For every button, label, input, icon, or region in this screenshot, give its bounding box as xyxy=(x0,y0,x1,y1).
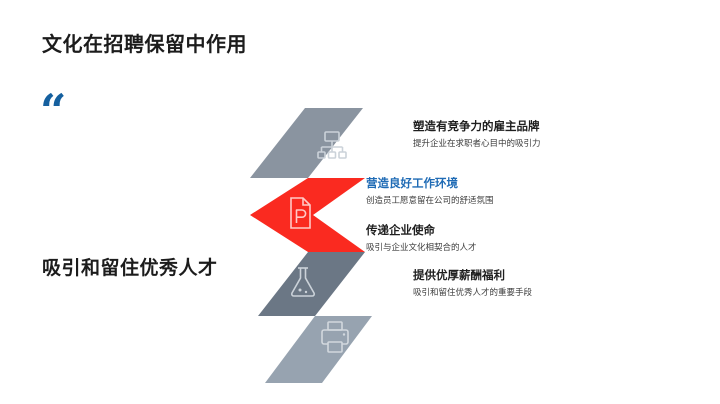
chevron-band-2[interactable] xyxy=(250,178,365,252)
chevron-band-3[interactable] xyxy=(258,252,365,316)
printer-icon xyxy=(321,321,349,353)
list-item[interactable]: 营造良好工作环境 创造员工愿意留在公司的舒适氛围 xyxy=(366,177,494,206)
chevron-diagram xyxy=(205,100,445,383)
list-item[interactable]: 塑造有竞争力的雇主品牌 提升企业在求职者心目中的吸引力 xyxy=(413,120,541,149)
quote-mark-icon: “ xyxy=(40,84,67,138)
item-description: 提升企业在求职者心目中的吸引力 xyxy=(413,137,541,148)
item-heading: 提供优厚薪酬福利 xyxy=(413,270,505,282)
list-item[interactable]: 传递企业使命 吸引与企业文化相契合的人才 xyxy=(366,224,477,253)
flask-icon xyxy=(290,267,316,297)
slide-subtitle: 吸引和留住优秀人才 xyxy=(42,258,218,279)
page-title: 文化在招聘保留中作用 xyxy=(42,34,247,56)
item-description: 吸引与企业文化相契合的人才 xyxy=(366,241,477,252)
document-p-icon xyxy=(290,197,311,229)
chevron-band-1[interactable] xyxy=(250,108,363,178)
item-heading: 传递企业使命 xyxy=(366,225,435,237)
org-chart-icon xyxy=(317,131,347,159)
item-description: 吸引和留住优秀人才的重要手段 xyxy=(413,286,533,297)
item-heading: 塑造有竞争力的雇主品牌 xyxy=(413,121,540,133)
chevron-band-4[interactable] xyxy=(265,316,372,383)
list-item[interactable]: 提供优厚薪酬福利 吸引和留住优秀人才的重要手段 xyxy=(413,269,532,298)
item-description: 创造员工愿意留在公司的舒适氛围 xyxy=(366,194,494,205)
item-heading: 营造良好工作环境 xyxy=(366,178,458,190)
